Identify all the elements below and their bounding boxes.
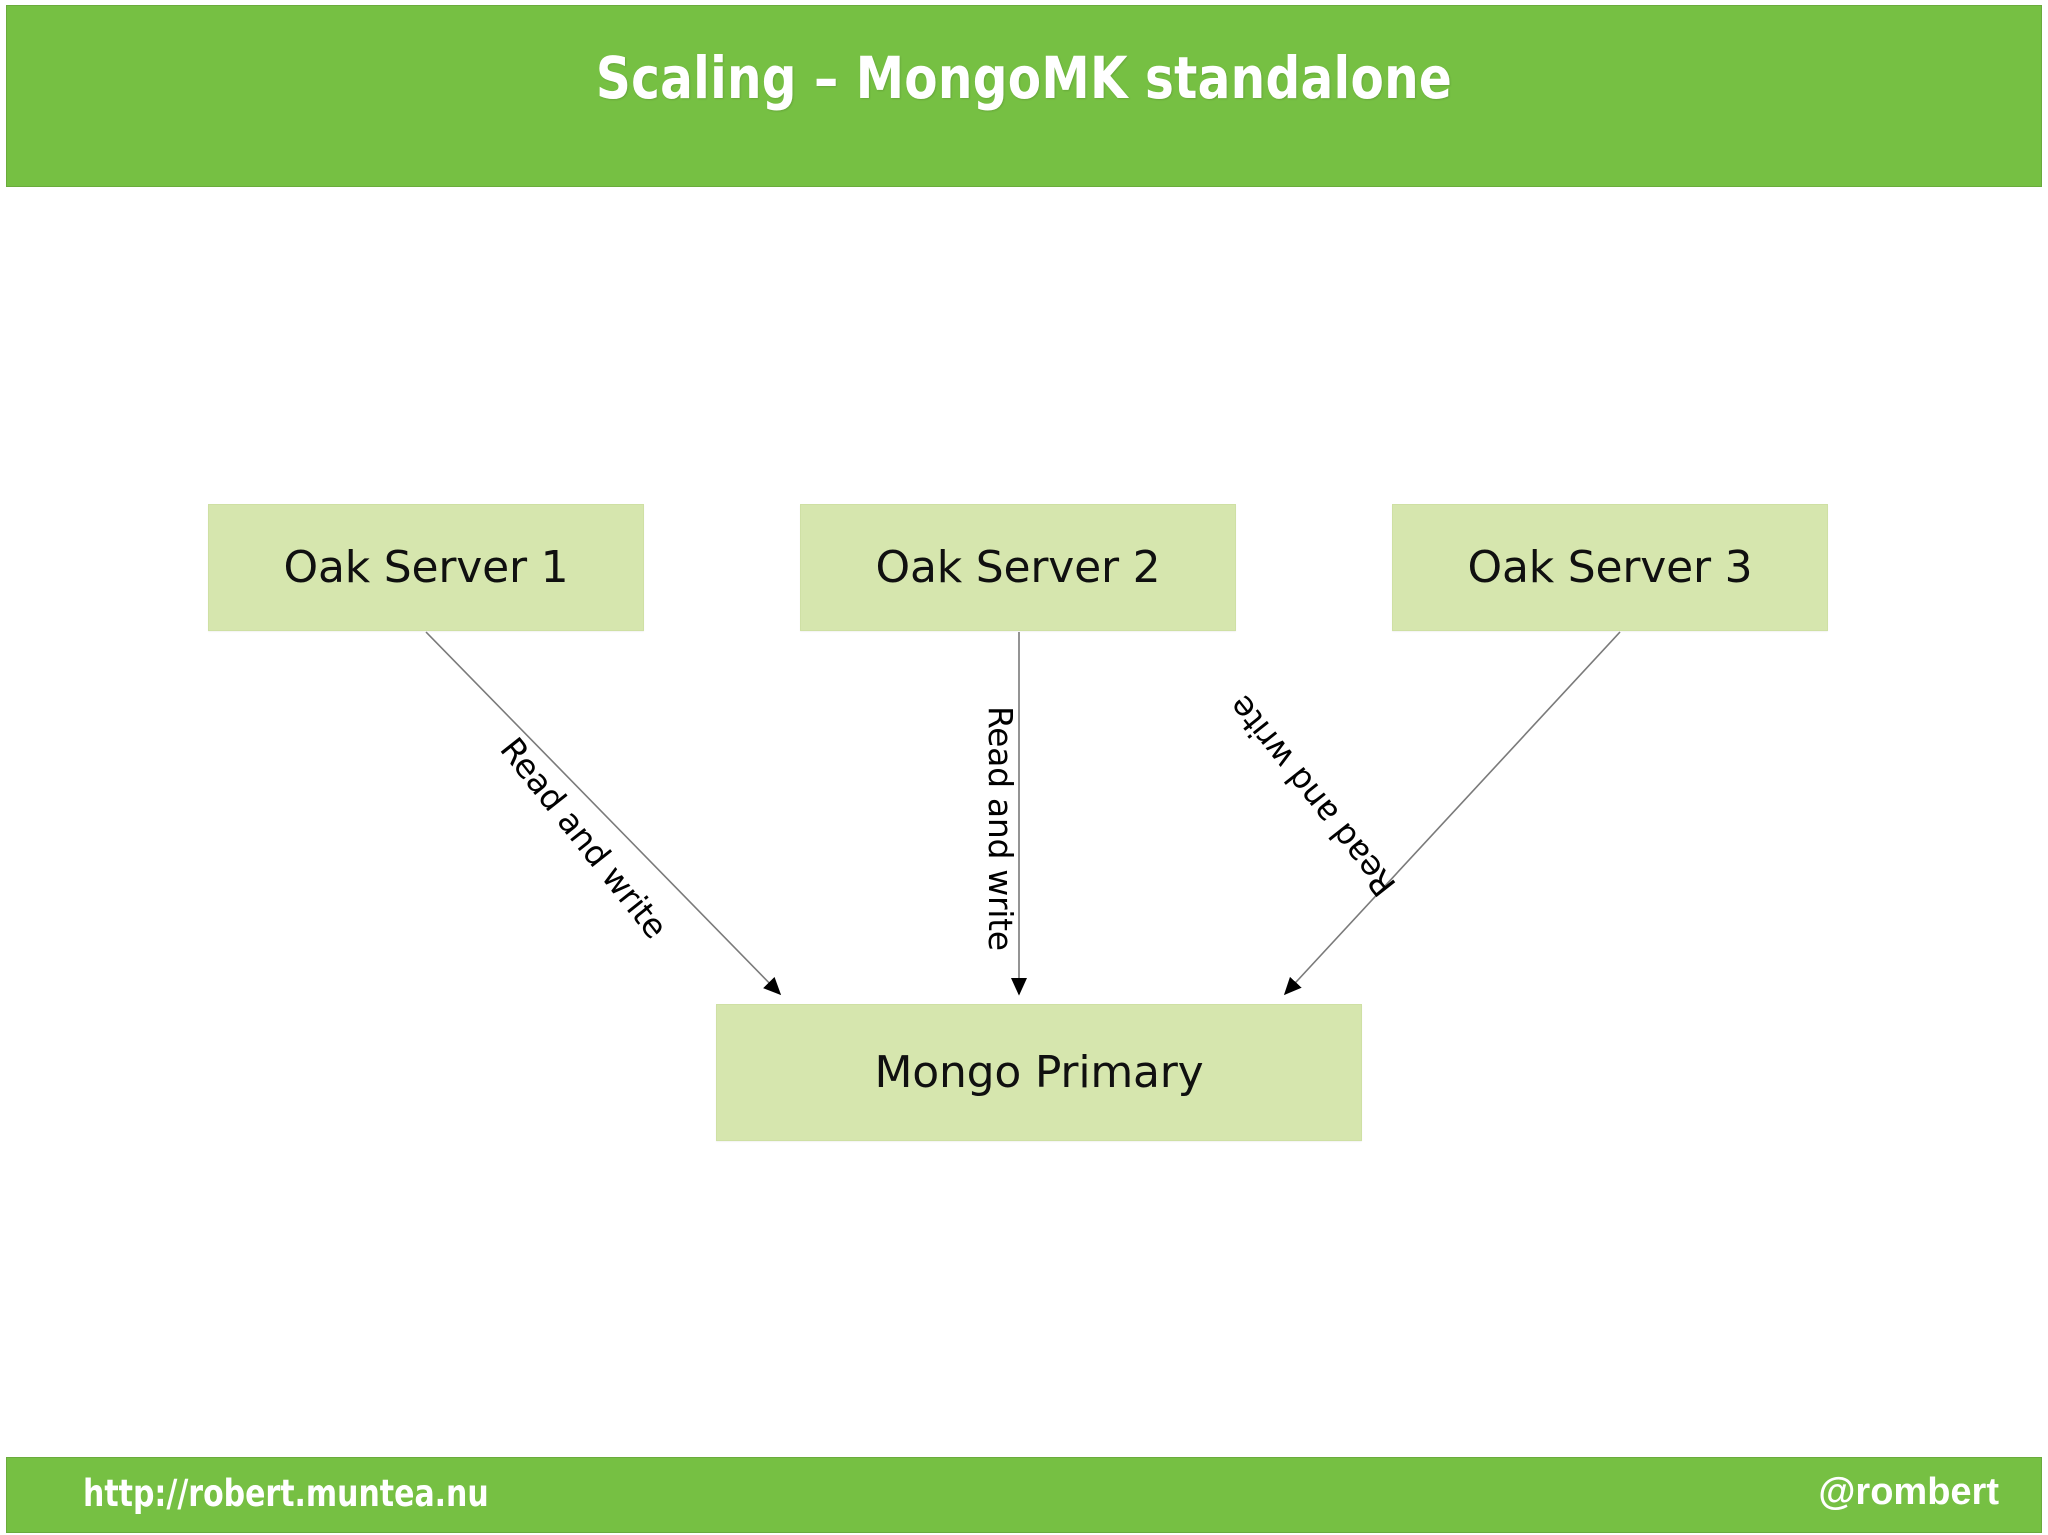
edge-label-oak3-mongo: Read and write: [1220, 688, 1404, 904]
footer-url-link[interactable]: http://robert.muntea.nu: [83, 1472, 489, 1515]
footer-twitter-handle[interactable]: @rombert: [1818, 1471, 1999, 1513]
slide-footer-band: http://robert.muntea.nu @rombert: [6, 1457, 2042, 1533]
node-oak-server-3[interactable]: Oak Server 3: [1392, 504, 1828, 631]
node-label: Oak Server 2: [875, 542, 1161, 593]
node-label: Mongo Primary: [874, 1047, 1204, 1098]
node-mongo-primary[interactable]: Mongo Primary: [716, 1004, 1362, 1141]
edge-label-oak2-mongo: Read and write: [981, 706, 1020, 951]
node-oak-server-2[interactable]: Oak Server 2: [800, 504, 1236, 631]
edge-label-oak1-mongo: Read and write: [492, 730, 676, 946]
node-label: Oak Server 1: [283, 542, 569, 593]
node-label: Oak Server 3: [1467, 542, 1753, 593]
connector-oak1-mongo: [425, 631, 782, 996]
node-oak-server-1[interactable]: Oak Server 1: [208, 504, 644, 631]
slide-header-band: Scaling – MongoMK standalone: [6, 5, 2042, 187]
page-title: Scaling – MongoMK standalone: [595, 44, 1453, 112]
